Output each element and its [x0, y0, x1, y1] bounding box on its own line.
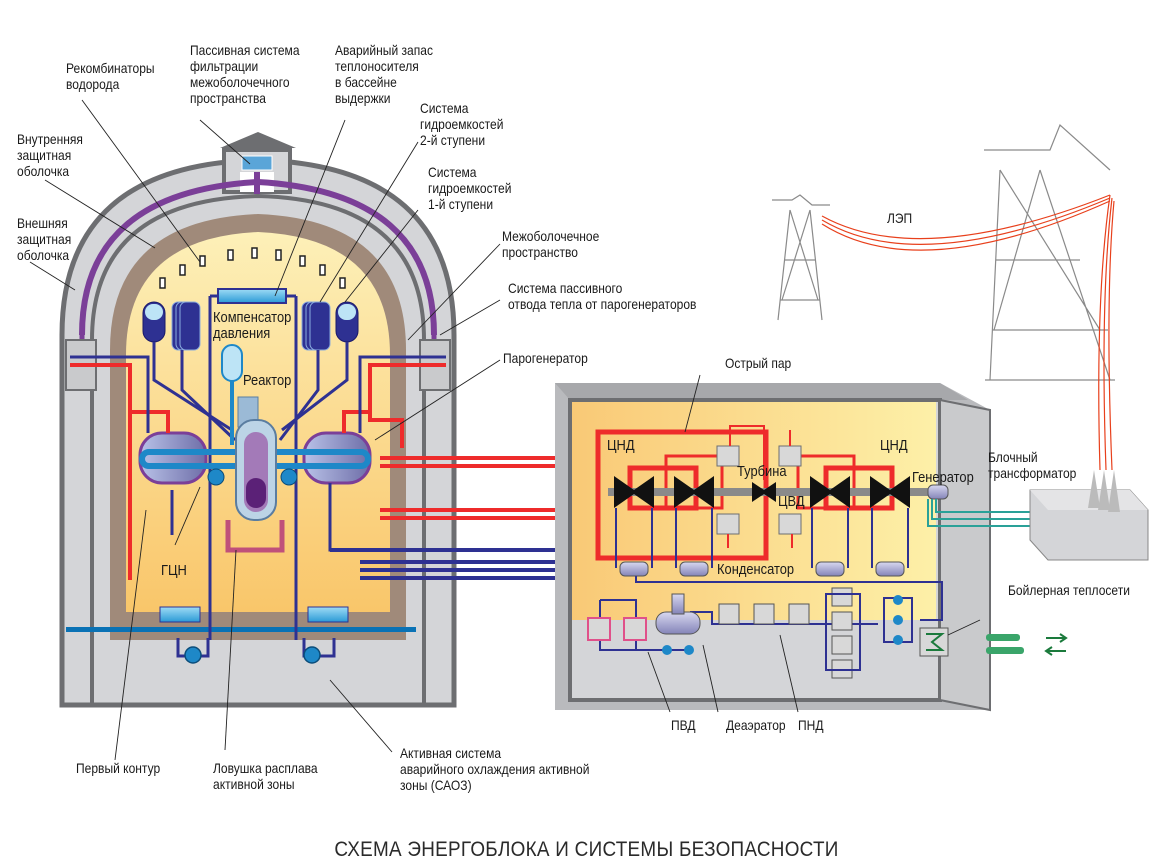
passive-heat-pipe	[79, 178, 437, 336]
label-pressurizer: Компенсатор давления	[213, 309, 292, 342]
label-hydrogen-recombiners: Рекомбинаторы водорода	[66, 60, 155, 92]
label-eccs: Активная система аварийного охлаждения а…	[400, 745, 590, 793]
steam-lines	[380, 456, 572, 520]
tower-small	[772, 194, 830, 321]
label-generator: Генератор	[912, 469, 974, 486]
label-condenser: Конденсатор	[717, 561, 795, 578]
label-live-steam: Острый пар	[725, 355, 792, 371]
tower-large	[984, 123, 1115, 381]
label-primary-circuit: Первый контур	[76, 760, 161, 776]
turbine-set	[595, 425, 1060, 621]
hp-heater-1	[587, 617, 611, 641]
eccs-pump-left	[184, 646, 202, 664]
label-lpc-left: ЦНД	[607, 437, 635, 454]
label-inner-containment: Внутренняя защитная оболочка	[17, 131, 83, 179]
label-steam-generator: Парогенератор	[503, 350, 588, 366]
label-hp-heater: ПВД	[671, 717, 696, 733]
block-transformer	[1029, 470, 1149, 561]
label-rcp: ГЦН	[161, 562, 187, 579]
label-core-catcher: Ловушка расплава активной зоны	[213, 760, 318, 792]
label-lpc-right: ЦНД	[880, 437, 908, 454]
eccs-pump-right	[303, 646, 321, 664]
lp-heater-2	[753, 603, 775, 625]
label-reactor: Реактор	[243, 372, 292, 389]
deaerator	[655, 611, 701, 635]
feedwater-lines	[330, 548, 592, 580]
label-outer-containment: Внешняя защитная оболочка	[17, 215, 72, 263]
lp-heater-3	[788, 603, 810, 625]
label-turbine: Турбина	[737, 463, 787, 480]
coolant-pool	[217, 288, 287, 304]
pressurizer	[221, 344, 243, 382]
label-transformer: Блочный трансформатор	[988, 449, 1077, 481]
rcp-left	[207, 468, 225, 486]
label-hydro-tanks-stage1: Система гидроемкостей 1-й ступени	[428, 164, 512, 212]
leader-lines	[29, 99, 981, 761]
label-passive-heat-removal: Система пассивного отвода тепла от парог…	[508, 280, 697, 312]
reactor-vessel	[235, 396, 277, 521]
label-hydro-tanks-stage2: Система гидроемкостей 2-й ступени	[420, 100, 504, 148]
label-deaerator: Деаэратор	[726, 717, 786, 733]
hp-heater-2	[623, 617, 647, 641]
label-passive-filtration: Пассивная система фильтрации межоболочеч…	[190, 42, 300, 106]
power-line	[772, 123, 1115, 471]
reactor-building	[59, 132, 457, 708]
core-catcher	[225, 520, 285, 553]
feedwater-train	[587, 587, 1068, 679]
label-hpc: ЦВД	[778, 493, 805, 510]
rcp-right	[280, 468, 298, 486]
label-lp-heater: ПНД	[798, 717, 824, 733]
district-heating-exchanger	[919, 627, 949, 657]
hydro-accumulators-right	[301, 301, 359, 351]
label-emergency-coolant: Аварийный запас теплоносителя в бассейне…	[335, 42, 433, 106]
generator	[927, 484, 949, 500]
diagram-title: СХЕМА ЭНЕРГОБЛОКА И СИСТЕМЫ БЕЗОПАСНОСТИ	[334, 838, 839, 861]
hydrogen-recombiners	[159, 247, 346, 289]
lp-heater-1	[718, 603, 740, 625]
label-district-heating: Бойлерная теплосети	[1008, 582, 1130, 598]
label-annulus: Межоболочечное пространство	[502, 228, 600, 260]
label-power-line: ЛЭП	[887, 210, 913, 226]
